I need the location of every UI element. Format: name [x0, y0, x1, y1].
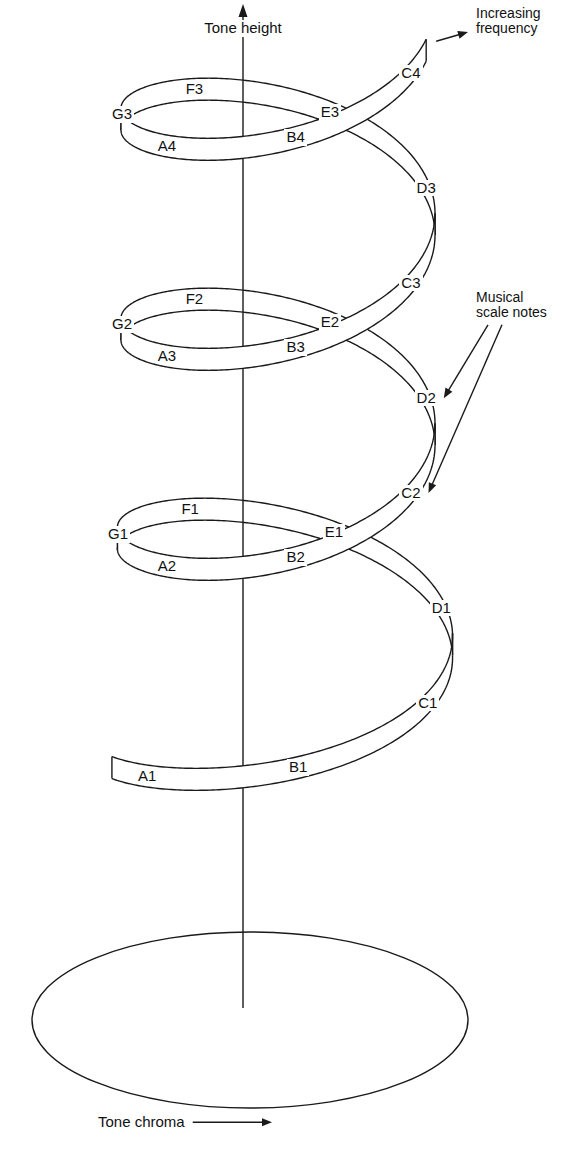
ribbon-face: [112, 633, 453, 790]
ribbon-face: [121, 213, 435, 370]
chroma-arrow-head: [262, 1118, 272, 1126]
ribbon-edge: [121, 100, 435, 235]
axis-line: [242, 14, 243, 1008]
note-label: A2: [156, 558, 178, 575]
note-label: C3: [399, 275, 422, 292]
ribbon-edge: [117, 520, 452, 655]
note-label: G2: [110, 316, 134, 333]
ribbon-segment: [118, 423, 436, 580]
note-label: C4: [399, 65, 422, 82]
note-label: F1: [179, 501, 201, 518]
ribbon-fold: [111, 757, 112, 779]
callout-label: Musical scale notes: [474, 290, 556, 321]
ribbon-edge: [121, 39, 426, 138]
note-label: A4: [156, 138, 178, 155]
leader-lines: [193, 31, 502, 1126]
note-label: C1: [416, 695, 439, 712]
ribbon-face: [121, 39, 426, 160]
helix-front: [112, 39, 453, 790]
note-label: A3: [156, 348, 178, 365]
ribbon-segment: [121, 39, 426, 160]
ribbon-edge: [112, 633, 453, 768]
axis-arrowhead: [239, 4, 248, 17]
ribbon-edge: [118, 423, 436, 558]
ribbon-edge: [121, 235, 435, 370]
ribbon-edge: [118, 445, 436, 580]
ribbon-edge: [112, 655, 453, 790]
chroma-arrow: [193, 1122, 265, 1123]
callout-leader-head: [444, 388, 453, 399]
ribbon-fold: [434, 423, 435, 445]
note-label: D2: [415, 390, 438, 407]
note-label: E2: [319, 314, 341, 331]
ribbon-fold: [452, 633, 453, 655]
callout-leader: [447, 325, 488, 392]
ribbon-fold: [434, 423, 435, 445]
ribbon-edge: [121, 61, 426, 160]
chroma-circle: [32, 932, 468, 1108]
ribbon-fold: [434, 213, 435, 235]
note-label: F3: [184, 81, 206, 98]
note-label: C2: [399, 485, 422, 502]
ribbon-edge: [121, 310, 435, 445]
ribbon-fold: [425, 39, 426, 61]
ribbon-face: [118, 423, 436, 580]
ribbon-fold: [452, 633, 453, 655]
note-label: B1: [287, 759, 309, 776]
base-plane: [32, 932, 468, 1108]
frequency-arrow: [436, 34, 461, 41]
note-label: B2: [284, 549, 306, 566]
note-label: G1: [106, 526, 130, 543]
ribbon-fold: [434, 213, 435, 235]
direction-label: Increasing frequency: [474, 6, 554, 37]
callout-leader-head: [429, 482, 437, 493]
ribbon-edge: [121, 213, 435, 348]
callout-leader: [431, 325, 502, 487]
axis-label: Tone chroma: [96, 1114, 187, 1131]
note-label: D1: [430, 600, 453, 617]
ribbon-edge: [117, 498, 452, 633]
note-label: A1: [136, 768, 158, 785]
axis-label: Tone height: [202, 20, 284, 37]
frequency-arrow-head: [457, 31, 468, 39]
note-label: E3: [319, 104, 341, 121]
note-label: B4: [284, 129, 306, 146]
note-label: D3: [415, 180, 438, 197]
helix-back: [117, 78, 452, 655]
ribbon-segment: [112, 633, 453, 790]
note-label: F2: [184, 291, 206, 308]
note-label: E1: [323, 524, 345, 541]
note-label: G3: [110, 106, 134, 123]
note-label: B3: [284, 339, 306, 356]
ribbon-segment: [121, 213, 435, 370]
